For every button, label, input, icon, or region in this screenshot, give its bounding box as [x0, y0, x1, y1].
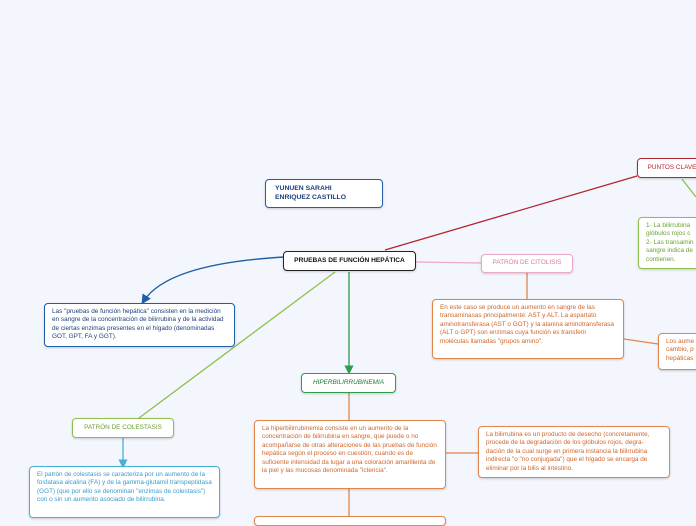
- bilirrubina-side-node[interactable]: La bilirrubina es un producto de desecho…: [478, 426, 670, 478]
- author-name-box[interactable]: YUNUEN SARAHI ENRIQUEZ CASTILLO: [265, 179, 383, 208]
- line-central-to-citolisis: [415, 261, 482, 264]
- citolisis-side-node[interactable]: Los aume cambio, p hepáticas: [658, 333, 696, 370]
- citolisis-node[interactable]: PATRÓN DE CITOLISIS: [481, 254, 573, 273]
- hiperbilirrubinemia-text-node[interactable]: La hiperbilirrubinemia consiste en un au…: [254, 420, 446, 489]
- line-central-to-colestasis: [138, 271, 336, 419]
- line-puntos-to-text: [681, 178, 696, 198]
- puntos-clave-text-node[interactable]: 1- La bilirrubina glóbulos rojos c 2- La…: [638, 217, 696, 269]
- line-central-to-intro: [141, 256, 285, 305]
- citolisis-text-node[interactable]: En este caso se produce un aumento en sa…: [432, 299, 624, 359]
- hiperbilirrubinemia-node[interactable]: HIPERBILIRRUBINEMIA: [301, 373, 396, 393]
- colestasis-text-node[interactable]: El patrón de colestasis se caracteriza p…: [29, 466, 220, 518]
- colestasis-node[interactable]: PATRÓN DE COLESTASIS: [72, 418, 174, 438]
- puntos-clave-node[interactable]: PUNTOS CLAVE: [637, 158, 696, 178]
- line-citolisis-to-side: [623, 338, 659, 345]
- line-central-to-puntos: [384, 175, 638, 251]
- next-partial-node[interactable]: [254, 516, 446, 526]
- central-topic-node[interactable]: PRUEBAS DE FUNCIÓN HEPÁTICA: [283, 251, 416, 271]
- intro-definition-node[interactable]: Las "pruebas de función hepática" consis…: [44, 303, 235, 347]
